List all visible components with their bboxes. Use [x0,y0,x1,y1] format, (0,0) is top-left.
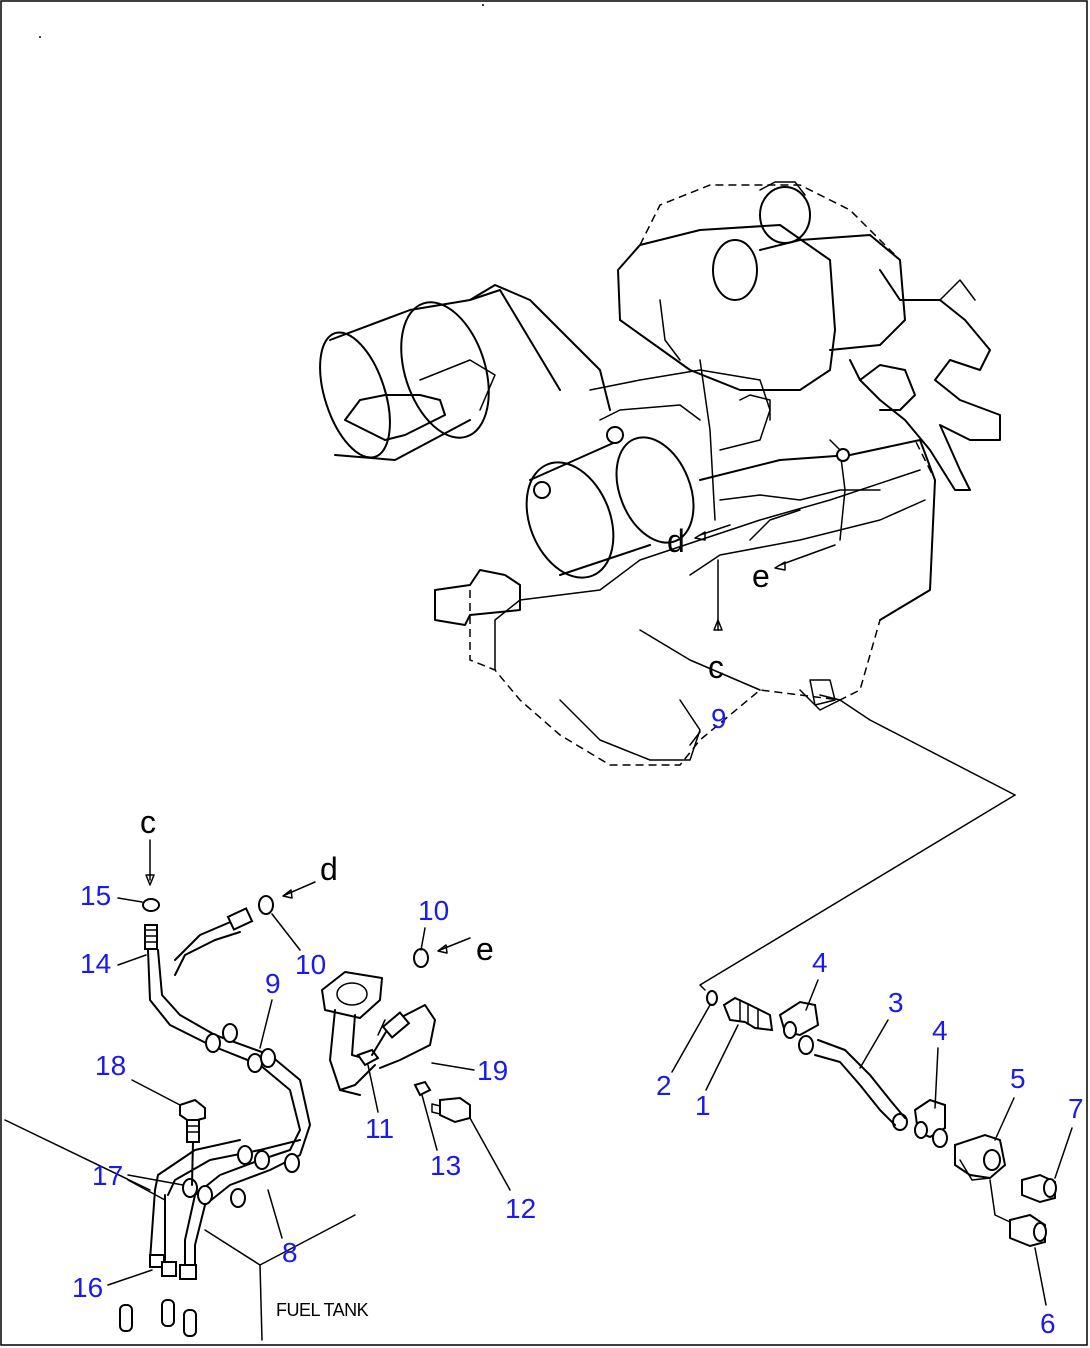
callout-4-mid: 4 [932,1015,948,1046]
callout-2: 2 [656,1070,672,1101]
direction-letter-e-pipe: e [476,931,494,967]
callout-8: 8 [282,1237,298,1268]
direction-letter-d-pipe: d [320,851,338,887]
direction-letter-c-pipe: c [140,804,156,840]
separator-assembly [706,990,1057,1248]
fuel-tank-label: FUEL TANK [276,1300,369,1320]
callout-4-top: 4 [812,947,828,978]
callout-10-left: 10 [295,949,326,980]
callout-6: 6 [1040,1308,1056,1339]
callout-11: 11 [365,1113,394,1144]
callout-16: 16 [72,1272,103,1303]
callout-12: 12 [505,1193,536,1224]
fuel-pipe-assembly [4,839,471,1341]
callout-5: 5 [1010,1063,1026,1094]
direction-letter-e-engine: e [752,558,770,594]
callout-7: 7 [1068,1093,1084,1124]
callout-13: 13 [430,1150,461,1181]
callout-19: 19 [477,1055,508,1086]
callout-17: 17 [92,1160,123,1191]
direction-letter-d-engine: d [667,523,685,559]
callout-10-right: 10 [418,895,449,926]
callout-3: 3 [888,987,904,1018]
callout-9-left: 9 [265,968,281,999]
engine-assembly [319,181,1016,796]
direction-letter-c-engine: c [708,649,724,685]
callout-15: 15 [80,880,111,911]
callout-14: 14 [80,948,111,979]
callout-1: 1 [695,1090,711,1121]
callout-9-engine: 9 [711,703,727,734]
callout-18: 18 [95,1050,126,1081]
